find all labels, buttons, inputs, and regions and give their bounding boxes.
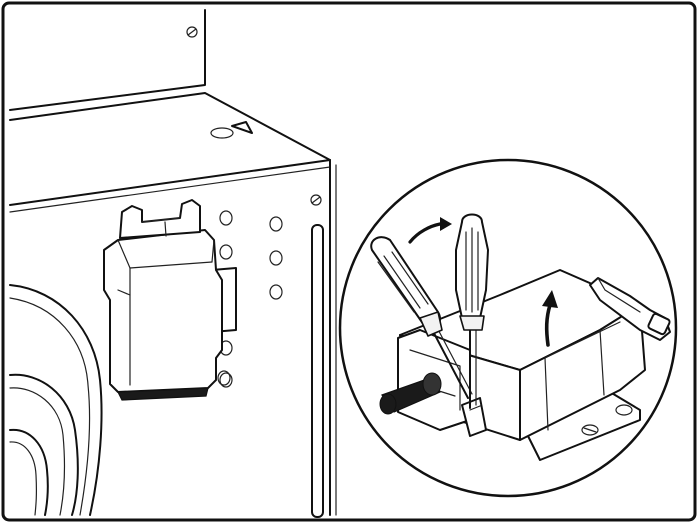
top-slot: [210, 127, 234, 139]
vertical-slot: [311, 224, 324, 518]
panel-screw: [186, 26, 198, 38]
switch-side-face: [519, 304, 646, 441]
screwdriver-right: [455, 213, 489, 409]
detail-callout: [338, 158, 678, 498]
retaining-clip: [461, 397, 487, 437]
appliance-cabinet: [9, 9, 337, 518]
cabinet-front-top-edge: [9, 159, 331, 206]
up-arrow-icon: [542, 290, 558, 347]
hose-assembly: [9, 284, 103, 516]
curved-arrow-icon: [408, 217, 452, 244]
switch-body: [103, 229, 223, 393]
pressure-switch-mounted: [103, 199, 237, 401]
top-pointer-mark: [231, 121, 253, 134]
screwdriver-left: [370, 236, 473, 399]
cabinet-top-edge: [9, 92, 331, 161]
upper-back-panel: [9, 9, 206, 111]
